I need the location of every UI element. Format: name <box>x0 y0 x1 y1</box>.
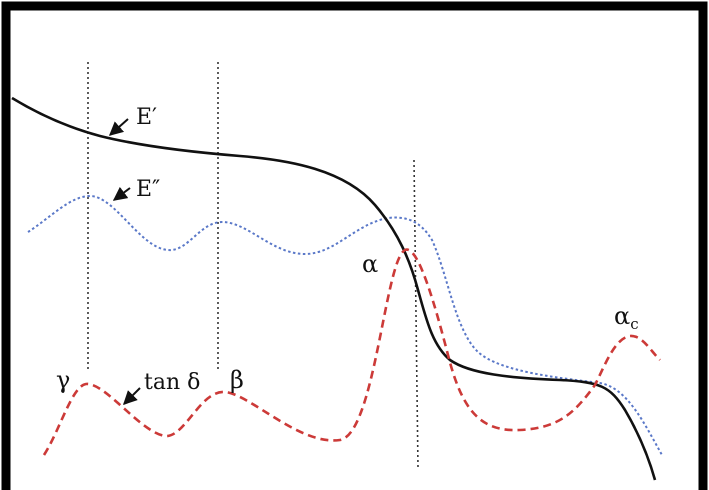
alpha-c-subscript: c <box>630 315 638 333</box>
tan-delta-arrow <box>123 387 141 405</box>
alpha-c-label: αc <box>614 302 639 333</box>
tan-delta-label: tan δ <box>144 370 200 395</box>
loss-modulus-curve <box>27 194 663 456</box>
loss-modulus-arrow <box>112 186 131 201</box>
guide-line-alpha <box>413 159 419 469</box>
storage-modulus-arrow <box>108 118 129 136</box>
alpha-label: α <box>362 250 378 278</box>
storage-modulus-label: E′ <box>136 105 157 130</box>
beta-label: β <box>230 366 244 394</box>
gamma-label: γ <box>56 366 70 394</box>
loss-modulus-label: E″ <box>136 177 160 202</box>
storage-modulus-curve <box>11 96 657 481</box>
alpha-c-base: α <box>614 302 630 330</box>
tan-delta-curve <box>42 248 661 456</box>
